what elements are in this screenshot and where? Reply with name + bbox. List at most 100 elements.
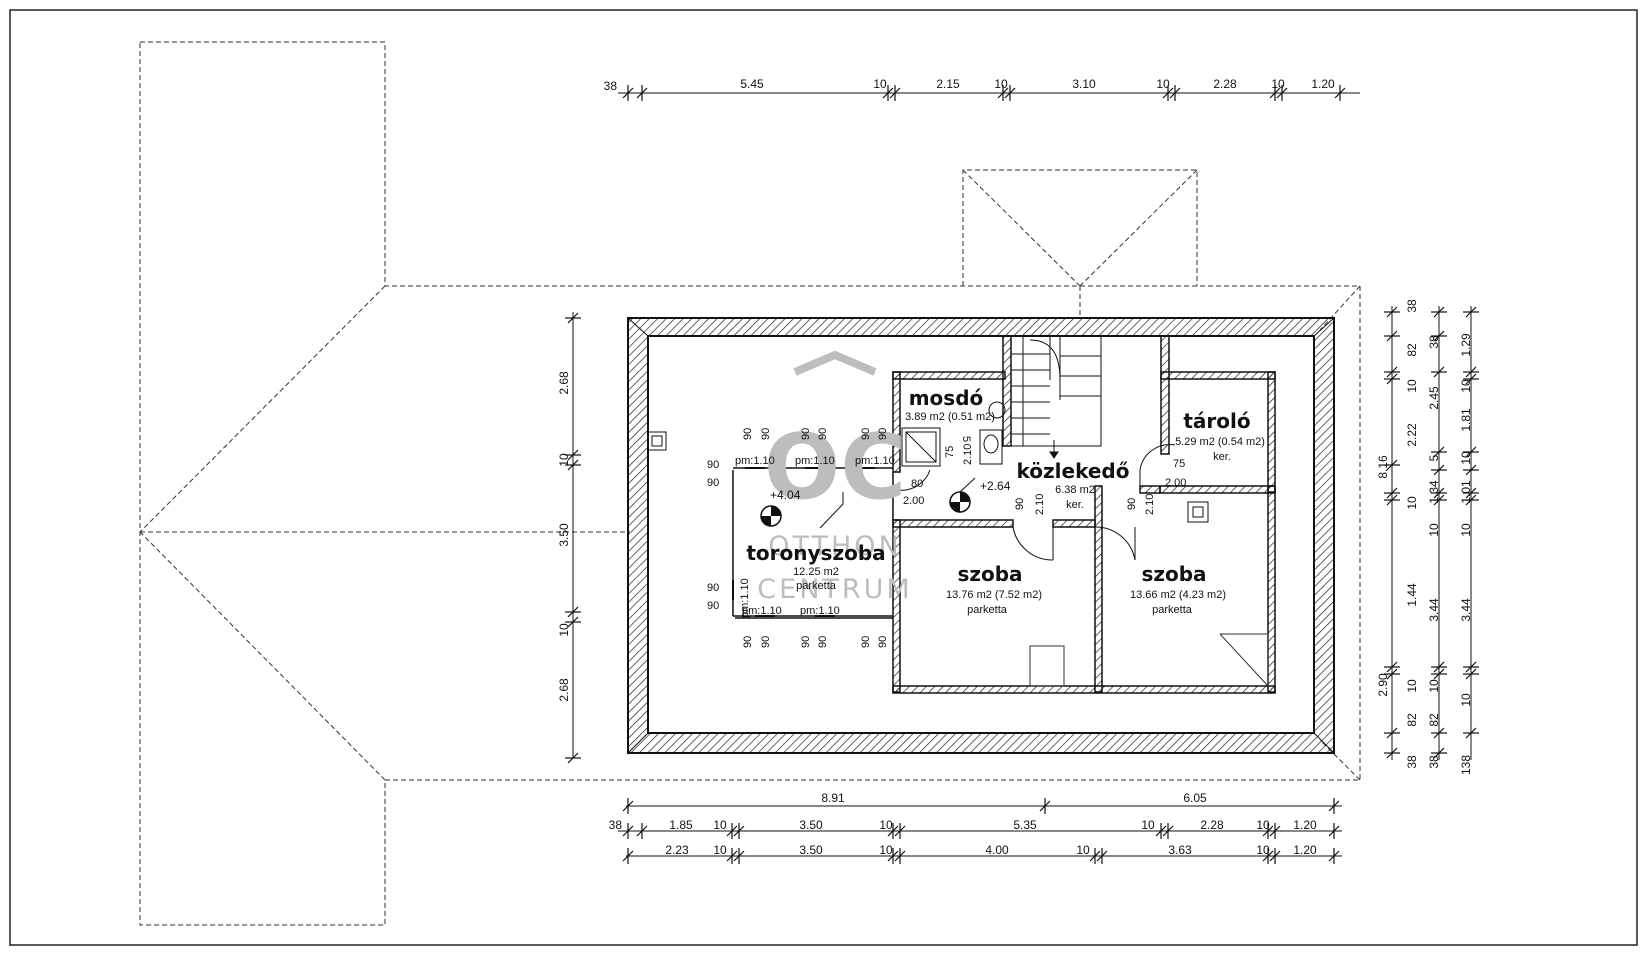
svg-text:10: 10 [1427,679,1441,693]
svg-text:90: 90 [800,428,812,440]
svg-text:4.00: 4.00 [985,843,1009,857]
svg-text:6.05: 6.05 [1183,791,1207,805]
svg-text:80: 80 [911,478,923,490]
level-tower: +4.04 [770,488,801,502]
svg-text:pm:1.10: pm:1.10 [855,455,895,467]
svg-text:2.10: 2.10 [962,444,974,465]
svg-text:90: 90 [742,636,754,648]
level-hall: +2.64 [980,479,1011,493]
svg-text:2.28: 2.28 [1213,77,1237,91]
svg-text:3.44: 3.44 [1427,598,1441,622]
svg-text:5: 5 [1427,454,1441,461]
room-name-szoba-1: szoba [957,562,1022,586]
room-name-toronyszoba: toronyszoba [746,541,885,565]
svg-text:10: 10 [873,77,887,91]
room-name-mosdo: mosdó [909,386,984,410]
opening-labels: pm:1.10 pm:1.10 pm:1.10 pm:1.10 pm:1.10 … [707,428,1186,648]
chimney-icon [647,431,1209,523]
svg-text:8.16: 8.16 [1376,455,1390,479]
door-swings [897,444,1176,561]
svg-text:10: 10 [1427,523,1441,537]
svg-text:10: 10 [1405,379,1419,393]
svg-text:90: 90 [707,459,719,471]
skylight-outlines [1029,633,1269,687]
svg-text:38: 38 [1427,755,1441,769]
svg-text:2.23: 2.23 [665,843,689,857]
svg-text:90: 90 [860,428,872,440]
svg-text:2.10: 2.10 [1034,494,1046,515]
svg-text:2.10: 2.10 [1144,494,1156,515]
toilet-fixture [979,429,1003,465]
svg-text:2.00: 2.00 [903,495,924,507]
svg-text:90: 90 [877,636,889,648]
svg-text:90: 90 [817,636,829,648]
svg-text:82: 82 [1405,343,1419,357]
svg-text:38: 38 [609,818,623,832]
svg-text:2.45: 2.45 [1427,386,1441,410]
svg-text:1.01: 1.01 [1459,480,1473,504]
svg-text:pm:1.10: pm:1.10 [800,605,840,617]
level-marker-icon [760,491,971,527]
room-area-szoba-2: 13.66 m2 (4.23 m2) [1130,589,1226,601]
svg-text:pm:1.10: pm:1.10 [739,578,751,618]
svg-text:10: 10 [879,818,893,832]
svg-text:10: 10 [1405,679,1419,693]
room-area-kozlekedo: 6.38 m2 [1055,484,1095,496]
svg-text:5.35: 5.35 [1013,818,1037,832]
svg-text:3.10: 3.10 [1072,77,1096,91]
shower-fixture [901,427,941,467]
svg-text:1.29: 1.29 [1459,333,1473,357]
svg-text:1.20: 1.20 [1293,818,1317,832]
svg-text:pm:1.10: pm:1.10 [742,605,782,617]
room-floor-toronyszoba: parketta [796,580,837,592]
room-name-tarolo: tároló [1183,409,1250,433]
svg-text:10: 10 [1076,843,1090,857]
svg-text:38: 38 [604,79,618,93]
room-labels: mosdó 3.89 m2 (0.51 m2) tároló 5.29 m2 (… [746,386,1265,616]
svg-text:82: 82 [1427,713,1441,727]
svg-text:90: 90 [877,428,889,440]
svg-text:3.63: 3.63 [1168,843,1192,857]
svg-text:90: 90 [707,477,719,489]
svg-text:5: 5 [960,436,972,442]
svg-text:90: 90 [1126,498,1138,510]
svg-text:10: 10 [879,843,893,857]
svg-text:90: 90 [800,636,812,648]
svg-text:3.44: 3.44 [1459,598,1473,622]
svg-text:10: 10 [713,843,727,857]
svg-text:10: 10 [1256,818,1270,832]
svg-text:3.50: 3.50 [799,818,823,832]
svg-text:2.28: 2.28 [1200,818,1224,832]
window-marks [732,467,875,617]
svg-text:10: 10 [1156,77,1170,91]
room-name-szoba-2: szoba [1141,562,1206,586]
svg-text:10: 10 [713,818,727,832]
svg-text:pm:1.10: pm:1.10 [735,455,775,467]
svg-text:138: 138 [1459,755,1473,775]
room-area-toronyszoba: 12.25 m2 [793,566,839,578]
svg-text:10: 10 [557,623,571,637]
svg-text:2.90: 2.90 [1376,673,1390,697]
direction-markers [819,440,1059,529]
svg-text:1.81: 1.81 [1459,408,1473,432]
svg-text:OC: OC [764,415,907,520]
svg-text:82: 82 [1405,713,1419,727]
svg-text:10: 10 [1459,451,1473,465]
svg-text:10: 10 [1459,523,1473,537]
svg-text:90: 90 [1014,498,1026,510]
svg-text:2.00: 2.00 [1165,477,1186,489]
svg-text:3.50: 3.50 [799,843,823,857]
svg-text:OTTHON: OTTHON [768,531,902,562]
room-area-mosdo: 3.89 m2 (0.51 m2) [905,411,995,423]
svg-text:2.22: 2.22 [1405,423,1419,447]
svg-text:10: 10 [557,453,571,467]
svg-text:38: 38 [1405,299,1419,313]
svg-text:90: 90 [707,600,719,612]
svg-text:75: 75 [944,446,956,458]
svg-text:90: 90 [760,636,772,648]
svg-text:2.15: 2.15 [936,77,960,91]
svg-text:1.34: 1.34 [1427,480,1441,504]
svg-text:90: 90 [742,428,754,440]
svg-text:8.91: 8.91 [821,791,845,805]
